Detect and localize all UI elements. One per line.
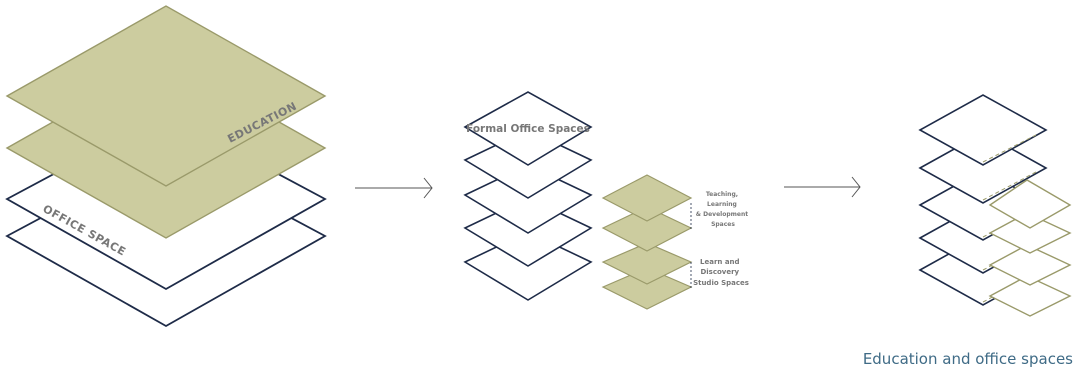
education-small-layer	[601, 174, 693, 222]
formal-office-stack: Formal Office Spaces	[463, 91, 593, 301]
education-small-stack: Teaching, Learning & Development Spaces …	[601, 174, 750, 310]
arrow-right-icon	[355, 177, 433, 199]
office-layer-combined	[918, 94, 1048, 166]
arrow-right-icon	[784, 176, 861, 198]
education-layer-combined	[988, 244, 1072, 286]
combined-stack	[918, 94, 1072, 317]
figure-caption: Education and office spaces	[862, 350, 1073, 368]
teaching-label: Teaching, Learning & Development Spaces	[696, 191, 750, 228]
formal-office-label: Formal Office Spaces	[466, 123, 590, 135]
education-layer-top	[5, 5, 327, 187]
learn-discovery-label: Learn and Discovery Studio Spaces	[693, 258, 749, 287]
education-layer-combined	[988, 275, 1072, 317]
education-layer-combined	[988, 179, 1072, 229]
stage1-stack: EDUCATION OFFICE SPACE	[5, 5, 327, 328]
formal-office-layer	[463, 91, 593, 166]
